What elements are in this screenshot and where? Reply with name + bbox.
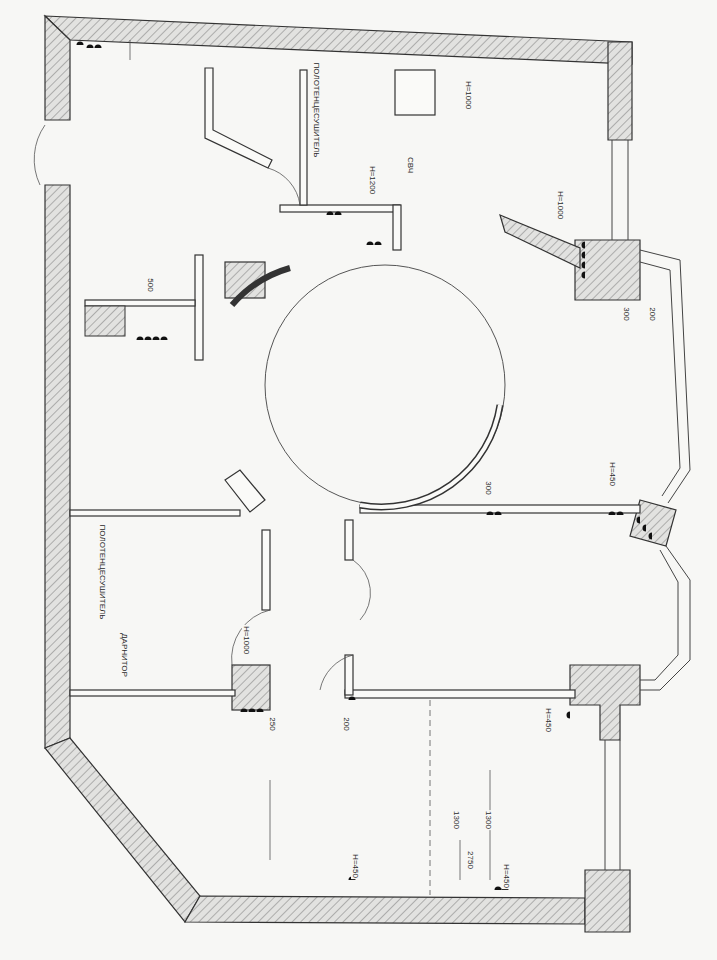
shaft bbox=[85, 306, 125, 336]
plan-label: Н=450 bbox=[544, 707, 552, 733]
socket-symbol bbox=[643, 525, 646, 532]
door-swings bbox=[34, 125, 370, 690]
plan-label: 1300 bbox=[484, 810, 492, 830]
plan-label: 500 bbox=[146, 277, 154, 292]
socket-symbol bbox=[567, 712, 571, 719]
plan-label: ПОЛОТЕНЦЕСУШИТЕЛЬ bbox=[312, 61, 320, 158]
plan-label: 200 bbox=[648, 306, 656, 321]
socket-symbol bbox=[495, 887, 502, 891]
socket-symbol bbox=[582, 252, 585, 259]
socket-symbol bbox=[367, 242, 374, 246]
plan-label: Н=450 bbox=[351, 853, 359, 879]
socket-symbol bbox=[137, 337, 144, 341]
plan-label: 1300 bbox=[452, 810, 460, 830]
curved-wall bbox=[232, 268, 290, 305]
interior-walls bbox=[70, 68, 640, 698]
plan-label: Н=1000 bbox=[464, 80, 472, 110]
socket-symbol bbox=[95, 45, 102, 48]
socket-symbol bbox=[609, 512, 616, 515]
plan-label: Н=1000 bbox=[556, 190, 564, 220]
socket-symbol bbox=[249, 709, 256, 713]
socket-symbol bbox=[77, 42, 84, 46]
plan-label: Н=1200 bbox=[368, 165, 376, 195]
plan-label: 2750 bbox=[466, 850, 474, 870]
curved-wall bbox=[360, 405, 500, 507]
plan-label: 300 bbox=[484, 480, 492, 495]
plan-label: Н=1000 bbox=[242, 625, 250, 655]
plan-label: 250 bbox=[268, 716, 276, 731]
socket-symbol bbox=[161, 337, 168, 341]
socket-symbol bbox=[582, 262, 585, 269]
socket-symbol bbox=[257, 709, 264, 713]
plan-label: ПОЛОТЕНЦЕСУШИТЕЛЬ bbox=[98, 523, 106, 620]
socket-symbol bbox=[87, 45, 94, 48]
plan-label: 300 bbox=[622, 306, 630, 321]
outer-walls bbox=[45, 16, 676, 932]
socket-symbol bbox=[335, 212, 342, 216]
socket-symbol bbox=[487, 512, 494, 515]
socket-symbol bbox=[145, 337, 152, 341]
socket-symbol bbox=[375, 242, 382, 246]
plan-label: Н=450 bbox=[608, 461, 616, 487]
socket-symbol bbox=[617, 512, 624, 515]
socket-symbol bbox=[327, 212, 334, 216]
plan-label: Н=450 bbox=[502, 863, 510, 889]
socket-symbol bbox=[495, 512, 502, 515]
plan-label: СВЧ bbox=[406, 156, 414, 174]
socket-symbols bbox=[77, 42, 653, 891]
socket-symbol bbox=[582, 242, 585, 249]
plan-label: ДАРНИТОР bbox=[120, 632, 128, 678]
plan-label: 200 bbox=[342, 716, 350, 731]
socket-symbol bbox=[349, 697, 356, 700]
curved-wall bbox=[360, 405, 500, 507]
dimension-lines bbox=[130, 40, 490, 895]
socket-symbol bbox=[582, 272, 585, 279]
socket-symbol bbox=[649, 533, 653, 540]
socket-symbol bbox=[637, 517, 641, 524]
socket-symbol bbox=[153, 337, 160, 341]
socket-symbol bbox=[241, 709, 248, 713]
